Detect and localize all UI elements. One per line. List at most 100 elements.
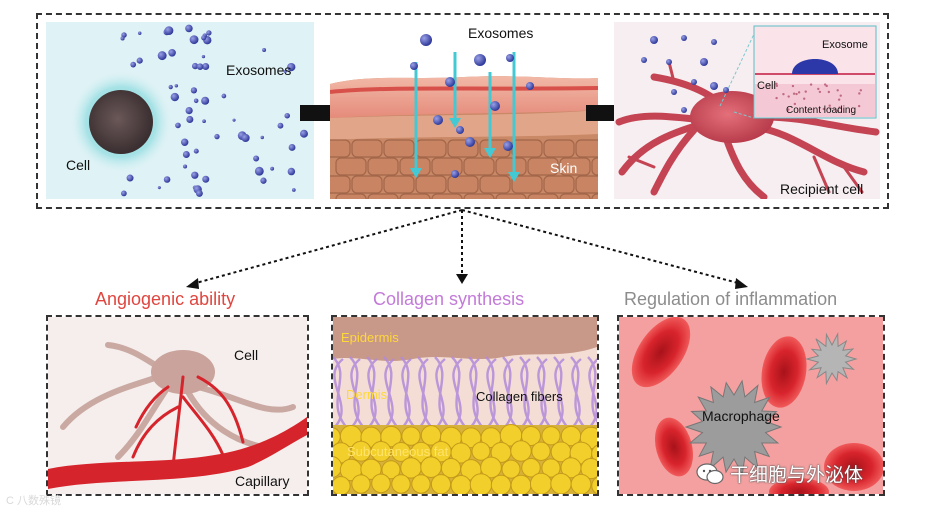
exosome-dot <box>121 190 127 197</box>
exosome-dot <box>121 32 127 38</box>
top-process-frame <box>36 13 889 209</box>
exosome-dot <box>130 61 137 68</box>
collagen-heading: Collagen synthesis <box>373 289 525 309</box>
fat-cell <box>501 459 521 479</box>
fat-cell <box>550 473 572 494</box>
fat-cell <box>529 472 553 494</box>
fat-cell <box>351 474 371 494</box>
skin-cell <box>351 175 383 194</box>
exosome-dot <box>650 36 658 44</box>
exosome-dot <box>410 62 418 70</box>
cargo-dot <box>804 90 807 93</box>
exosome-dot <box>201 54 206 59</box>
exosome-dot <box>691 79 697 85</box>
exosome-dot <box>202 119 206 124</box>
cargo-dot <box>809 83 813 86</box>
fat-cell <box>420 456 442 478</box>
fat-cell <box>450 475 472 494</box>
exosome-dot <box>666 59 672 65</box>
exosome-dot <box>641 57 647 63</box>
skin-cell <box>527 157 559 176</box>
cargo-dot <box>797 91 801 94</box>
fat-cell <box>401 426 421 446</box>
exosomes-label-center: Exosomes <box>468 25 534 41</box>
cargo-dot <box>827 90 831 94</box>
connector-arrows <box>186 209 748 289</box>
exosome-dot <box>201 96 210 105</box>
exosome-dot <box>190 87 198 94</box>
skin-cell <box>367 157 399 176</box>
skin-penetration-panel <box>330 22 598 199</box>
cargo-dot <box>787 95 790 98</box>
penetration-arrows <box>414 52 516 177</box>
fat-cell <box>541 426 561 446</box>
exosome-dot <box>506 54 514 62</box>
skin-cell <box>543 139 575 158</box>
inset-cell-label: Cell <box>757 80 776 92</box>
angiogenic-cell-label: Cell <box>234 347 259 363</box>
exosome-dot <box>254 166 264 176</box>
exosome-dot <box>284 112 290 119</box>
skin-cell <box>559 157 591 176</box>
exosome-dot <box>183 164 188 169</box>
exosome-dot <box>191 62 199 70</box>
epidermis-label: Epidermis <box>341 330 399 345</box>
exosome-dot <box>137 31 142 36</box>
collagen-panel <box>331 315 599 496</box>
exosome-dot <box>260 177 267 184</box>
skin-cell <box>591 157 598 176</box>
collagen-fiber <box>485 358 497 430</box>
exosome-dot <box>196 63 204 70</box>
skin-cell <box>575 175 598 194</box>
collagen-fiber <box>349 358 361 430</box>
inflammation-illustration <box>619 317 883 494</box>
skin-cell <box>383 139 415 158</box>
exosome-dot <box>232 118 236 122</box>
collagen-fiber <box>536 358 548 430</box>
inflammation-panel <box>617 315 885 496</box>
recipient-cell-panel <box>614 22 880 199</box>
skin-cell <box>559 193 591 199</box>
fat-cell <box>391 474 411 494</box>
fat-cell <box>450 442 472 464</box>
exosome-release-panel <box>46 22 314 199</box>
exosome-dot <box>175 122 181 129</box>
skin-cell <box>367 193 399 199</box>
exosome-dot <box>474 54 486 66</box>
cargo-dot <box>775 96 778 100</box>
cargo-dot <box>818 90 822 94</box>
cargo-dot <box>828 104 831 107</box>
fat-cell <box>580 458 597 480</box>
skin-cell <box>335 157 367 176</box>
wechat-icon <box>696 462 724 484</box>
skin-cell <box>575 139 598 158</box>
skin-cell <box>330 139 351 158</box>
exosome-dot <box>185 106 193 115</box>
exosome-dot <box>201 35 207 41</box>
exosome-dot <box>136 57 143 64</box>
skin-cell <box>447 175 479 194</box>
skin-cell <box>431 193 463 199</box>
exosome-dot <box>681 35 687 41</box>
collagen-fiber <box>502 358 514 430</box>
cargo-dot <box>823 83 827 86</box>
cargo-dot <box>857 104 861 108</box>
cargo-dot <box>791 84 795 88</box>
exosome-dot <box>195 189 203 197</box>
exosome-dot <box>287 62 296 72</box>
exosome-dot <box>157 186 161 190</box>
collagen-fiber <box>333 358 344 430</box>
exosome-dot <box>299 129 308 138</box>
exosome-dot <box>253 155 260 162</box>
skin-cell <box>335 193 367 199</box>
skin-cell <box>543 175 575 194</box>
cargo-dot <box>837 98 841 101</box>
skin-cell <box>383 175 415 194</box>
exosome-dot <box>120 36 125 41</box>
fat-cell <box>510 474 532 494</box>
exosome-dot <box>164 26 174 36</box>
exosome-dot <box>185 24 193 33</box>
exosome-dot <box>465 137 475 147</box>
exosome-dot <box>291 188 296 192</box>
exosome-dot <box>711 39 717 45</box>
